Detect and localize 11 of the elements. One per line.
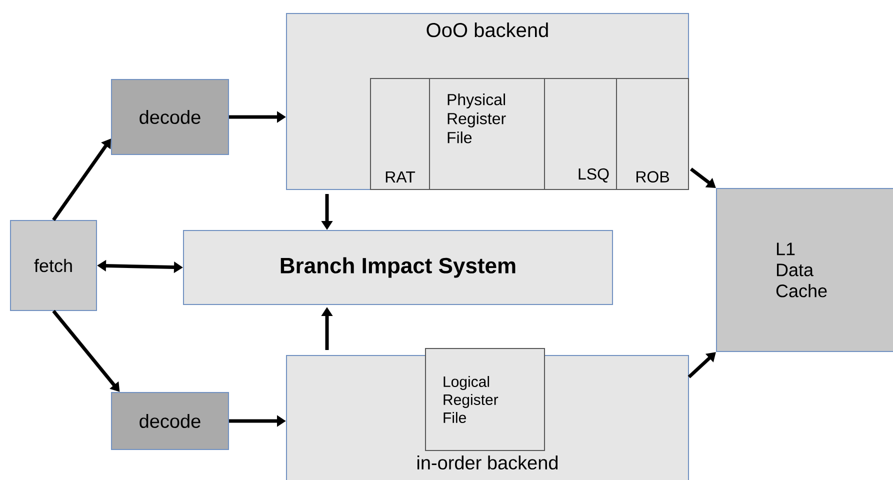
process-box: decode [111,79,229,155]
table-cell: Logical Register File [425,348,545,451]
cache-box: L1 Data Cache [716,188,893,352]
process-box: fetch [10,220,97,311]
table-cell: LSQ [544,78,617,190]
process-box: decode [111,392,229,450]
table-cell: Physical Register File [429,78,545,190]
arrow [688,352,716,378]
table-cell: RAT [370,78,430,190]
process-box: Branch Impact System [183,230,613,305]
table-cell: ROB [616,78,689,190]
